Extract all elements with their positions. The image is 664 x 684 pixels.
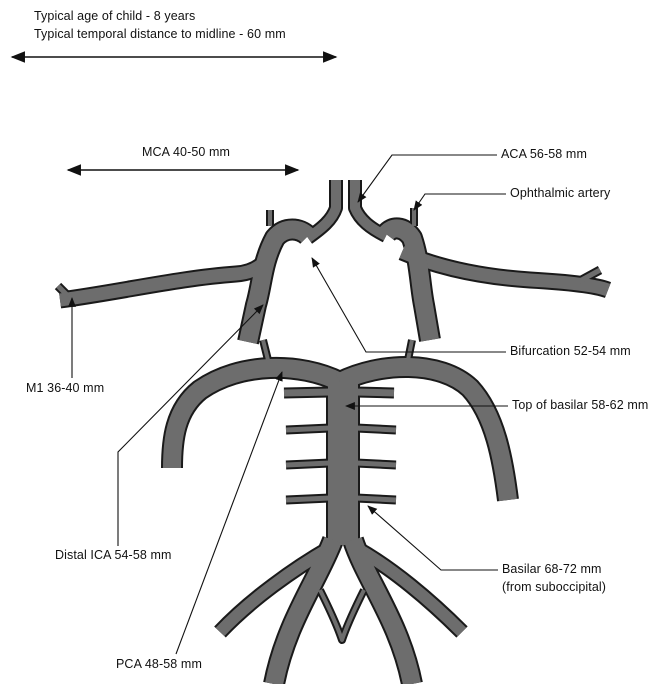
mca-label: MCA 40-50 mm	[142, 145, 230, 159]
vessels	[58, 180, 608, 684]
basilar-label: Basilar 68-72 mm	[502, 562, 602, 576]
pca-label: PCA 48-58 mm	[116, 657, 202, 671]
distal-ica-leader	[118, 305, 263, 546]
aca-leader	[358, 155, 497, 202]
top-basilar-label: Top of basilar 58-62 mm	[512, 398, 648, 412]
ophthalmic-label: Ophthalmic artery	[510, 186, 610, 200]
distal-ica-label: Distal ICA 54-58 mm	[55, 548, 172, 562]
basilar-sublabel: (from suboccipital)	[502, 580, 606, 594]
bifurcation-label: Bifurcation 52-54 mm	[510, 344, 631, 358]
m1-label: M1 36-40 mm	[26, 381, 104, 395]
aca-label: ACA 56-58 mm	[501, 147, 587, 161]
header-age-text: Typical age of child - 8 years	[34, 9, 195, 23]
ophthalmic-leader	[414, 194, 506, 210]
header-distance-text: Typical temporal distance to midline - 6…	[34, 27, 286, 41]
